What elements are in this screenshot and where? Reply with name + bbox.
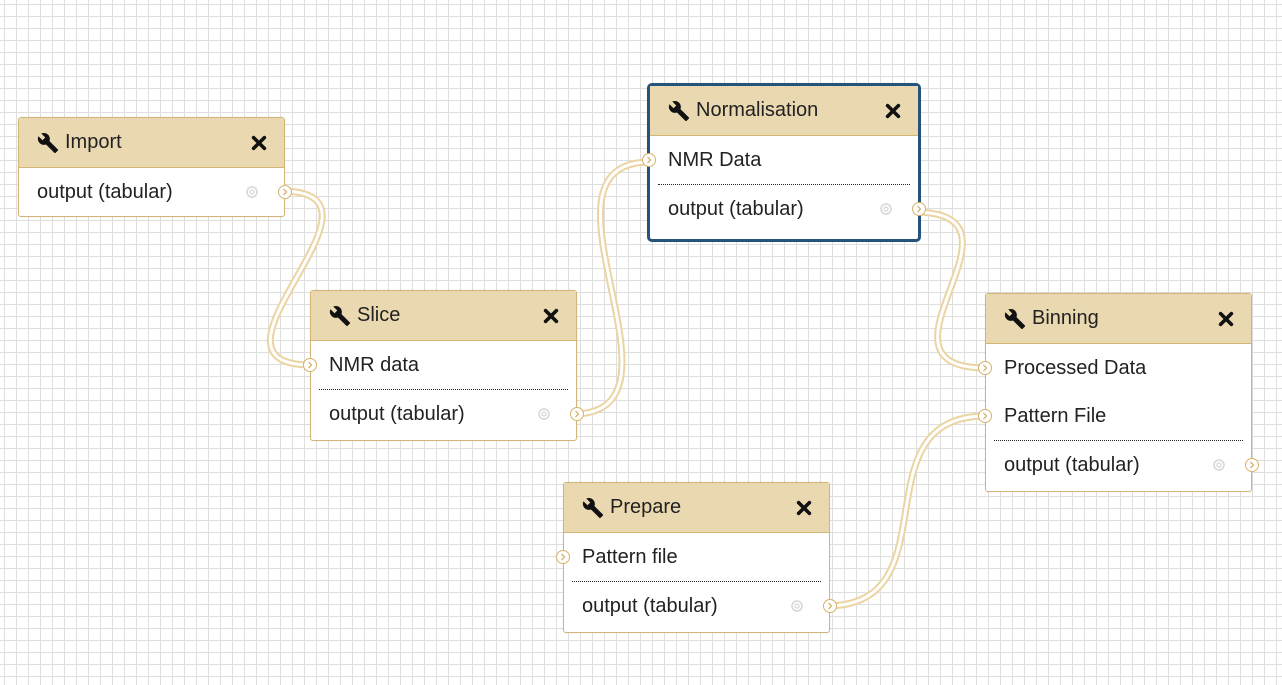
- divider: [658, 184, 910, 185]
- input-terminal[interactable]: [978, 361, 992, 375]
- close-icon[interactable]: [795, 499, 813, 517]
- divider: [994, 440, 1243, 441]
- node-title: Binning: [1032, 307, 1099, 329]
- node-header[interactable]: Import: [19, 118, 284, 168]
- output-terminal[interactable]: [278, 185, 292, 199]
- chevron-right-icon: [828, 602, 833, 610]
- output-label: output (tabular): [1004, 453, 1140, 476]
- output-label: output (tabular): [37, 180, 173, 203]
- gear-icon[interactable]: [878, 201, 894, 217]
- chevron-right-icon: [647, 156, 652, 164]
- close-icon[interactable]: [542, 307, 560, 325]
- output-row: output (tabular): [311, 390, 584, 438]
- input-terminal[interactable]: [642, 153, 656, 167]
- close-icon[interactable]: [250, 134, 268, 152]
- output-label: output (tabular): [582, 594, 718, 617]
- close-icon[interactable]: [884, 102, 902, 120]
- gear-icon[interactable]: [244, 184, 260, 200]
- node-header[interactable]: Slice: [311, 291, 576, 341]
- node-title: Slice: [357, 304, 401, 326]
- chevron-right-icon: [283, 188, 288, 196]
- input-row: Processed Data: [978, 344, 1251, 392]
- node-header[interactable]: Binning: [986, 294, 1251, 344]
- chevron-right-icon: [1250, 461, 1255, 469]
- node-header[interactable]: Normalisation: [650, 86, 918, 136]
- chevron-right-icon: [983, 412, 988, 420]
- output-row: output (tabular): [986, 441, 1259, 489]
- output-terminal[interactable]: [823, 599, 837, 613]
- node-title: Normalisation: [696, 99, 819, 121]
- input-row: NMR data: [303, 341, 576, 389]
- chevron-right-icon: [561, 553, 566, 561]
- input-label: NMR data: [329, 353, 420, 376]
- node-prepare[interactable]: Prepare Pattern file output (tabular): [556, 482, 837, 633]
- chevron-right-icon: [983, 364, 988, 372]
- gear-icon[interactable]: [536, 406, 552, 422]
- node-normalisation[interactable]: Normalisation NMR Data output (tabular): [642, 83, 926, 242]
- node-slice[interactable]: Slice NMR data output (tabular): [303, 290, 584, 441]
- wrench-icon: [1004, 308, 1026, 329]
- output-label: output (tabular): [668, 197, 804, 220]
- input-terminal[interactable]: [303, 358, 317, 372]
- gear-icon[interactable]: [1211, 457, 1227, 473]
- node-header[interactable]: Prepare: [564, 483, 829, 533]
- gear-icon[interactable]: [789, 598, 805, 614]
- input-label: Processed Data: [1004, 356, 1147, 379]
- output-terminal[interactable]: [912, 202, 926, 216]
- input-row: NMR Data: [642, 136, 918, 184]
- wrench-icon: [582, 497, 604, 518]
- close-icon[interactable]: [1217, 310, 1235, 328]
- node-binning[interactable]: Binning Processed Data Pattern File outp…: [978, 293, 1259, 492]
- input-terminal[interactable]: [978, 409, 992, 423]
- input-label: Pattern file: [582, 545, 678, 568]
- output-terminal[interactable]: [1245, 458, 1259, 472]
- output-row: output (tabular): [564, 582, 837, 630]
- input-terminal[interactable]: [556, 550, 570, 564]
- wrench-icon: [668, 100, 690, 121]
- input-label: Pattern File: [1004, 404, 1107, 427]
- wrench-icon: [37, 132, 59, 153]
- chevron-right-icon: [308, 361, 313, 369]
- input-row: Pattern file: [556, 533, 829, 581]
- node-import[interactable]: Import output (tabular): [18, 117, 292, 217]
- input-row: Pattern File: [978, 392, 1251, 440]
- output-terminal[interactable]: [570, 407, 584, 421]
- wrench-icon: [329, 305, 351, 326]
- output-row: output (tabular): [650, 185, 926, 233]
- divider: [319, 389, 568, 390]
- input-label: NMR Data: [668, 148, 762, 171]
- divider: [572, 581, 821, 582]
- output-row: output (tabular): [19, 168, 292, 216]
- output-label: output (tabular): [329, 402, 465, 425]
- node-title: Import: [65, 131, 122, 153]
- node-title: Prepare: [610, 496, 682, 518]
- chevron-right-icon: [575, 410, 580, 418]
- chevron-right-icon: [917, 205, 922, 213]
